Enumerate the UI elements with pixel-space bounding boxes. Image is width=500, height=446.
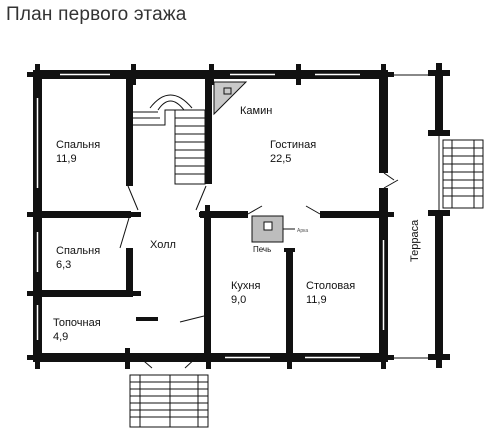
fireplace-label: Камин [240, 105, 272, 117]
room-bedroom-1-area: 11,9 [56, 153, 77, 165]
room-living-area: 22,5 [270, 153, 291, 165]
room-boiler-area: 4,9 [53, 331, 68, 343]
room-kitchen-area: 9,0 [231, 294, 246, 306]
room-bedroom-2-area: 6,3 [56, 259, 71, 271]
stove-note: Арка [297, 228, 308, 234]
boiler-unit [136, 317, 158, 321]
room-living-label: Гостиная [270, 139, 316, 151]
stove-label: Печь [253, 245, 271, 254]
room-bedroom-2-label: Спальня [56, 245, 100, 257]
room-dining-area: 11,9 [306, 294, 327, 306]
entrance-steps [129, 374, 209, 428]
stove [251, 215, 295, 243]
doors [119, 172, 399, 369]
interior-walls [33, 74, 388, 362]
room-kitchen-label: Кухня [231, 280, 260, 292]
room-dining-label: Столовая [306, 280, 355, 292]
room-boiler-label: Топочная [53, 317, 101, 329]
staircase [133, 94, 206, 185]
plan-title: План первого этажа [6, 4, 187, 25]
room-bedroom-1-label: Спальня [56, 139, 100, 151]
terrace-label: Терраса [409, 219, 421, 262]
terrace [388, 63, 484, 368]
fireplace [213, 81, 248, 116]
windows [36, 73, 385, 359]
wall-posts [27, 64, 394, 369]
room-hall-label: Холл [150, 239, 176, 251]
